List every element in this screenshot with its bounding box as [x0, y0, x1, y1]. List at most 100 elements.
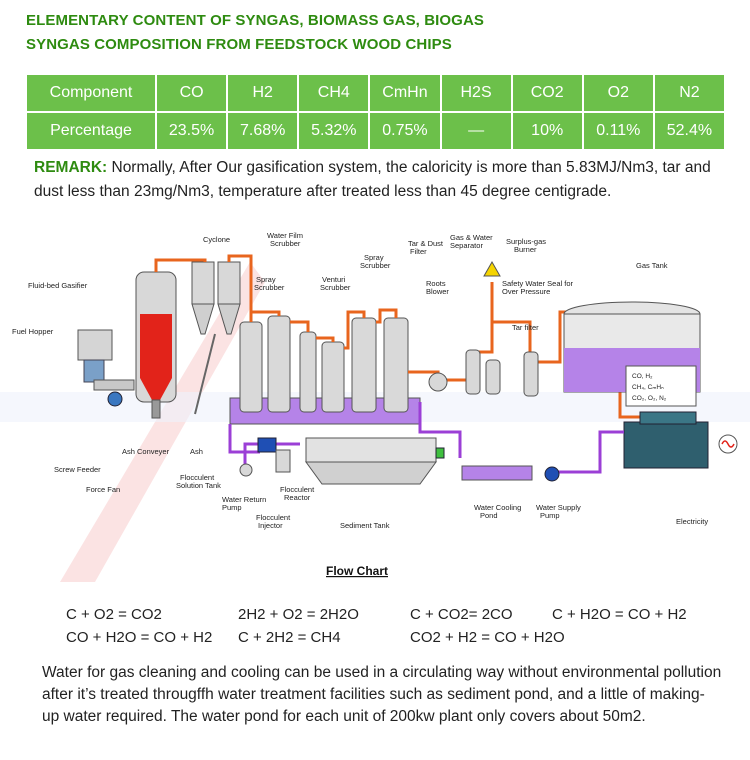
cyclone-left-cone — [191, 303, 215, 335]
spray-scrubber-2 — [321, 341, 345, 413]
flocculent-solution-tank — [257, 437, 277, 453]
table-cell: O2 — [581, 73, 655, 113]
equation: C + H2O = CO + H2 — [552, 606, 687, 623]
gas-pipe-10 — [492, 320, 532, 362]
table-cell: 23.5% — [154, 111, 229, 151]
water-pipe-3 — [546, 430, 624, 474]
label-gas-comp-3: CO₂, O₂, N₂ — [632, 395, 667, 402]
equation: C + 2H2 = CH4 — [238, 629, 341, 646]
fuel-hopper — [77, 329, 113, 361]
label-water-supply: Water Supply — [536, 503, 581, 512]
table-header-row: Component CO H2 CH4 CmHn H2S CO2 O2 N2 — [25, 73, 727, 113]
venturi-scrubber — [299, 331, 317, 413]
label-venturi: Venturi — [322, 275, 346, 284]
equation: CO2 + H2 = CO + H2O — [410, 629, 565, 646]
engine-top — [639, 411, 697, 425]
gas-pipe-7 — [376, 308, 398, 324]
gas-pipe-6 — [344, 310, 366, 350]
gasifier-ash-outlet — [151, 399, 161, 419]
table-cell: 7.68% — [226, 111, 300, 151]
gas-pipe-5 — [316, 336, 335, 342]
label-reactor: Reactor — [284, 493, 311, 502]
cyclone-right-cone — [217, 303, 241, 335]
gas-engine — [623, 421, 709, 469]
label-gas-comp-1: CO, H₂ — [632, 373, 653, 380]
gasifier-cone — [140, 378, 172, 400]
label-surplus-gas: Surplus-gas — [506, 237, 546, 246]
flocculent-reactor — [275, 449, 291, 473]
label-water-film-scrubber: Scrubber — [270, 239, 301, 248]
remark-body: Normally, After Our gasification system,… — [34, 159, 711, 200]
screw-feeder-body — [93, 379, 135, 391]
equation: C + O2 = CO2 — [66, 606, 162, 623]
label-separator: Separator — [450, 241, 483, 250]
label-fluid-bed-gasifier: Fluid-bed Gasifier — [28, 281, 88, 290]
table-cell: H2S — [439, 73, 513, 113]
label-venturi-scrubber: Scrubber — [320, 283, 351, 292]
sediment-tank — [305, 437, 437, 463]
composition-table: Component CO H2 CH4 CmHn H2S CO2 O2 N2 P… — [25, 73, 727, 151]
water-pipe-1 — [228, 424, 260, 454]
remark-text: REMARK: Normally, After Our gasification… — [34, 156, 734, 204]
label-spray-2-scrubber: Scrubber — [360, 261, 391, 270]
equation: CO + H2O = CO + H2 — [66, 629, 213, 646]
water-return-pump — [239, 463, 253, 477]
table-cell: CO2 — [510, 73, 584, 113]
gas-pipe-4 — [290, 320, 310, 332]
flow-chart-diagram: Cyclone Water Film Scrubber Spray Scrubb… — [0, 231, 750, 582]
label-pond: Pond — [480, 511, 498, 520]
table-row: Percentage 23.5% 7.68% 5.32% 0.75% — 10%… — [25, 111, 727, 151]
table-cell: 10% — [510, 111, 584, 151]
label-water-return: Water Return — [222, 495, 266, 504]
label-water-film: Water Film — [267, 231, 303, 240]
water-pipe-2 — [418, 402, 462, 458]
separator-2 — [485, 359, 501, 395]
tar-filter-vessel — [523, 351, 539, 397]
cyclone-left — [191, 261, 215, 305]
table-cell: 0.75% — [368, 111, 442, 151]
label-gas-comp-2: CH₄, CₘHₙ — [632, 384, 664, 391]
label-ash: Ash — [190, 447, 203, 456]
force-fan — [107, 391, 123, 407]
water-paragraph: Water for gas cleaning and cooling can b… — [42, 664, 722, 725]
label-flocculent-injector: Flocculent — [256, 513, 291, 522]
fuel-hopper-base — [83, 359, 105, 383]
spray-scrubber-1 — [267, 315, 291, 413]
table-cell: — — [439, 111, 513, 151]
ac-wave-icon — [721, 440, 735, 448]
equation: C + CO2= 2CO — [410, 606, 513, 623]
table-cell: CmHn — [368, 73, 442, 113]
gas-pipe-2 — [227, 254, 253, 322]
table-cell: 52.4% — [652, 111, 727, 151]
label-flocculent-solution: Flocculent — [180, 473, 215, 482]
gas-pipe-3 — [249, 310, 281, 322]
label-flocculent-reactor: Flocculent — [280, 485, 315, 494]
label-gas-tank: Gas Tank — [636, 261, 668, 270]
label-safety-water-seal: Safety Water Seal for — [502, 279, 574, 288]
label-cyclone: Cyclone — [203, 235, 230, 244]
label-fuel-hopper: Fuel Hopper — [12, 327, 54, 336]
label-force-fan: Force Fan — [86, 485, 120, 494]
table-cell: Component — [25, 73, 157, 113]
label-water-supply-pump: Pump — [540, 511, 560, 520]
label-sediment-tank: Sediment Tank — [340, 521, 390, 530]
tar-filter-2 — [383, 317, 409, 413]
remark-label: REMARK: — [34, 159, 108, 176]
ash-conveyer-line — [194, 333, 216, 415]
label-solution-tank: Solution Tank — [176, 481, 221, 490]
label-tar-dust: Tar & Dust — [408, 239, 444, 248]
table-cell: N2 — [652, 73, 727, 113]
label-burner: Burner — [514, 245, 537, 254]
table-cell: 5.32% — [297, 111, 371, 151]
gasifier-fire-zone — [140, 314, 172, 378]
table-cell: H2 — [226, 73, 300, 113]
water-cooling-pond — [461, 465, 533, 481]
gas-pipe-to-engine — [618, 392, 640, 419]
label-water-return-pump: Pump — [222, 503, 242, 512]
tar-filter-1 — [351, 317, 377, 413]
table-cell: 0.11% — [581, 111, 655, 151]
label-gas-water: Gas & Water — [450, 233, 493, 242]
label-ash-conveyer: Ash Conveyer — [122, 447, 170, 456]
label-water-cooling: Water Cooling — [474, 503, 521, 512]
label-spray-1-scrubber: Scrubber — [254, 283, 285, 292]
